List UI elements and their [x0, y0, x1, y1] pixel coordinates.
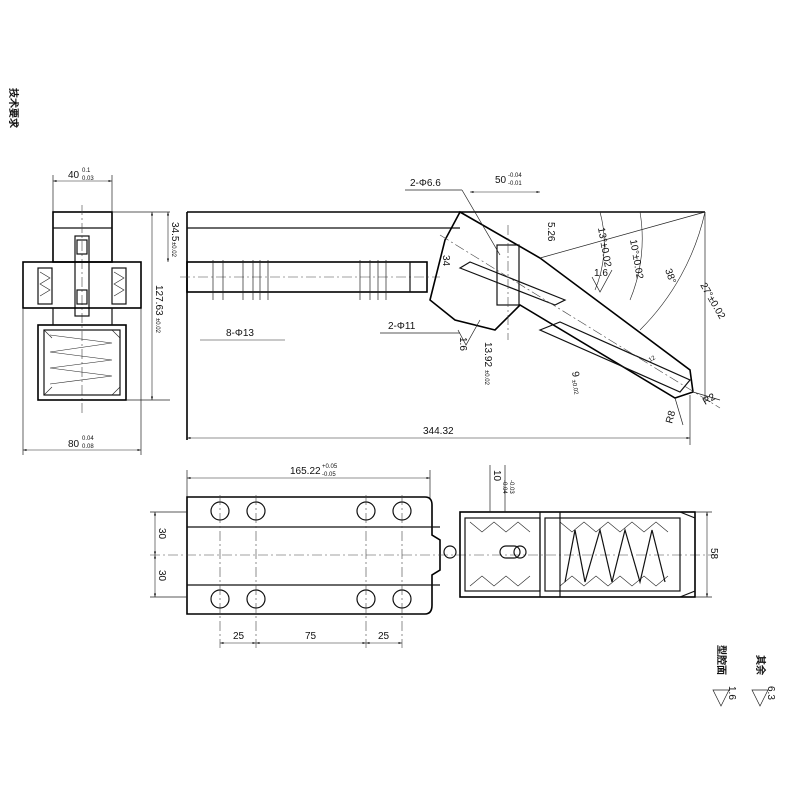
dim-25-right: 25 — [378, 631, 390, 642]
svg-text:0.03: 0.03 — [82, 176, 94, 182]
surface-label: 型腔面 — [715, 645, 728, 675]
svg-text:-0.03: -0.03 — [508, 480, 514, 494]
plan-holes — [210, 495, 412, 648]
svg-text:+0.05: +0.05 — [322, 464, 338, 470]
svg-text:-0.01: -0.01 — [508, 181, 522, 187]
dim-30-top: 30 — [156, 528, 167, 540]
holes-13-label: 8-Φ13 — [226, 328, 254, 339]
dim-30-bottom: 30 — [156, 570, 167, 582]
svg-text:±0.02: ±0.02 — [154, 318, 160, 334]
side-width-bottom: 80 — [68, 439, 80, 450]
plan-view: 165.22 +0.05 -0.05 — [150, 464, 720, 648]
dim-9: 9 — [569, 371, 581, 379]
tech-requirements-label: 技术要求 — [7, 88, 20, 129]
surface-notes: 其余 6.3 型腔面 1.6 — [712, 645, 776, 707]
svg-text:±0.02: ±0.02 — [483, 370, 489, 386]
remaining-label: 其余 — [754, 655, 767, 676]
dim-58: 58 — [708, 548, 719, 560]
roughness-1-6-b: 1.6 — [457, 337, 468, 351]
side-width-top: 40 — [68, 170, 80, 181]
dim-75: 75 — [305, 631, 317, 642]
dim-34-5: 34.5 — [169, 222, 180, 242]
svg-text:-0.04: -0.04 — [508, 173, 522, 179]
surface-roughness: 1.6 — [726, 686, 737, 700]
angle-27: 27°±0.02 — [697, 281, 727, 322]
angle-38: 38° — [662, 267, 678, 285]
remaining-roughness: 6.3 — [765, 686, 776, 700]
angle-13: 13°±0.02 — [595, 227, 613, 269]
dim-25-left: 25 — [233, 631, 245, 642]
side-view: 40 0.1 0.03 80 0.04 0.08 127.63 ±0 — [22, 168, 180, 455]
radius-r8: R8 — [664, 409, 678, 425]
dim-165-22: 165.22 — [290, 466, 321, 477]
hole-projections — [212, 260, 387, 300]
dim-13-92: 13.92 — [482, 342, 493, 367]
dim-34: 34 — [440, 255, 451, 267]
svg-text:-0.05: -0.05 — [322, 472, 336, 478]
svg-text:±0.02: ±0.02 — [170, 242, 176, 258]
dim-50: 50 — [495, 175, 507, 186]
dim-5-26: 5.26 — [545, 222, 556, 242]
svg-text:技术要求: 技术要求 — [7, 88, 20, 129]
svg-text:-0.04: -0.04 — [501, 480, 507, 494]
svg-text:±0.02: ±0.02 — [570, 379, 579, 395]
dim-total-length: 344.32 — [423, 426, 454, 437]
dim-10: 10 — [491, 470, 502, 482]
holes-6-6-label: 2-Φ6.6 — [410, 178, 441, 189]
dim-127-63: 127.63 — [153, 285, 164, 316]
svg-text:0.04: 0.04 — [82, 436, 94, 442]
dim-12-small: 12 — [648, 355, 657, 364]
svg-text:0.08: 0.08 — [82, 444, 94, 450]
svg-text:0.1: 0.1 — [82, 168, 91, 174]
roughness-1-6-a: 1.6 — [594, 268, 608, 279]
holes-11-label: 2-Φ11 — [388, 321, 416, 332]
front-view: 13°±0.02 10°±0.02 38° 27°±0.02 2-Φ6.6 50… — [180, 173, 727, 445]
radius-r2: R2 — [701, 391, 718, 407]
